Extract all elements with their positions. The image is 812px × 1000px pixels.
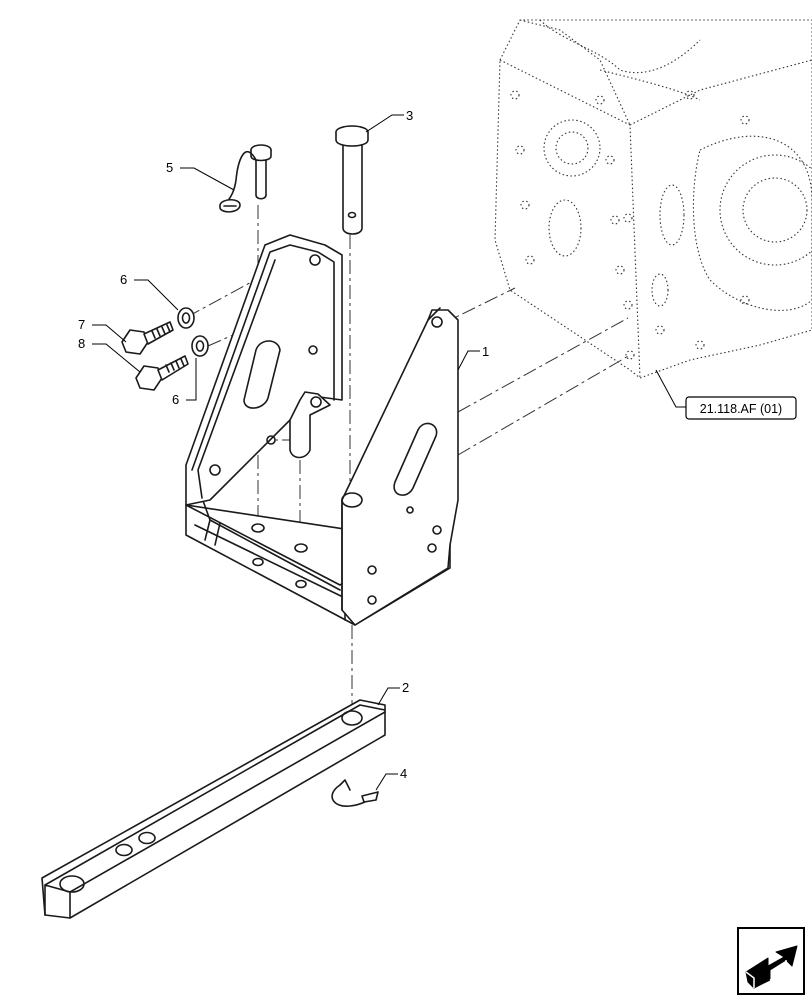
reference-box[interactable] [685,396,797,420]
washer-upper [177,307,195,329]
callout-labels: 3 5 6 7 8 6 1 2 4 [78,108,489,781]
retaining-clip [331,779,379,807]
next-page-arrow-icon[interactable] [737,927,805,995]
callout-2: 2 [402,680,409,695]
bolt-upper [121,321,174,355]
drawbar-pin [335,125,369,235]
washer-lower [191,335,209,357]
callout-6-upper: 6 [120,272,127,287]
callout-1: 1 [482,344,489,359]
reference-label[interactable]: 21.118.AF (01) [700,402,782,416]
callout-4: 4 [400,766,407,781]
reference-link[interactable]: 21.118.AF (01) [685,396,797,420]
callout-6-lower: 6 [172,392,179,407]
drawbar [41,699,386,919]
bolt-lower [135,355,189,391]
callout-8: 8 [78,336,85,351]
callout-7: 7 [78,317,85,332]
pin-with-clip [219,144,272,213]
callout-3: 3 [406,108,413,123]
leader-lines [92,114,686,791]
transmission-housing [494,19,812,379]
drawbar-bracket [185,234,459,626]
callout-5: 5 [166,160,173,175]
